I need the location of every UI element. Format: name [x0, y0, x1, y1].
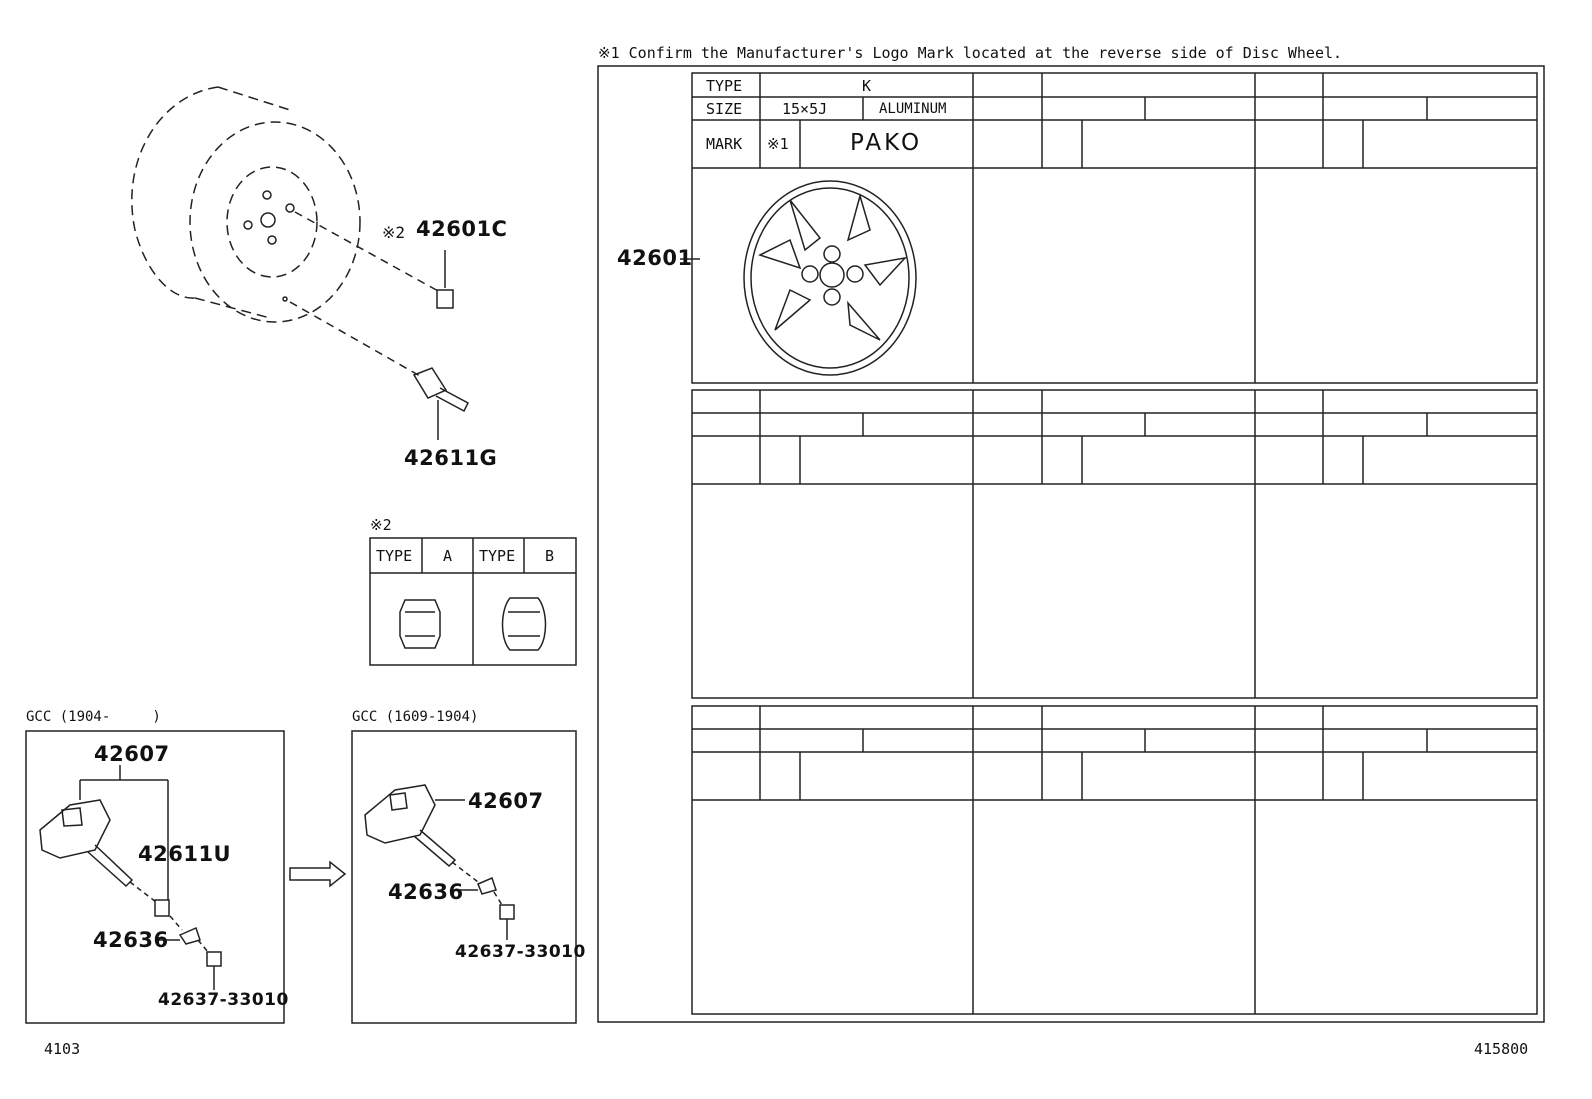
- nut-type-a-icon: [399, 599, 441, 649]
- size-value: 15×5J: [782, 100, 828, 118]
- gcc-a-box: [25, 730, 285, 1024]
- tpms-sensor-a-icon: [39, 765, 222, 990]
- gcc-b-box: [351, 730, 577, 1024]
- nut-type-a-value: A: [443, 547, 453, 565]
- part-label-sensor-a[interactable]: 42607: [94, 742, 170, 766]
- nut-table-title: ※2: [370, 516, 392, 534]
- wheel-drum-illustration: [131, 86, 361, 323]
- mark-value: PAKO: [850, 130, 923, 156]
- part-label-wheel[interactable]: 42601: [617, 246, 693, 270]
- spec-frame: [597, 65, 1545, 1023]
- material-value: ALUMINUM: [879, 101, 947, 117]
- mark-label: MARK: [706, 135, 743, 153]
- mark-ref: ※1: [767, 135, 789, 153]
- part-label-valve-u[interactable]: 42611U: [138, 842, 232, 866]
- logo-mark-note: ※1 Confirm the Manufacturer's Logo Mark …: [598, 44, 1343, 62]
- nut-type-b-value: B: [545, 547, 555, 565]
- part-label-valve[interactable]: 42611G: [404, 446, 498, 470]
- footer-left-code: 4103: [44, 1040, 81, 1058]
- type-value: K: [862, 77, 872, 95]
- wheel-hub-holes: [243, 190, 295, 302]
- lug-nut-icon: [436, 250, 454, 309]
- supersedes-arrow-icon: [289, 860, 347, 888]
- alloy-wheel-icon: [743, 180, 917, 376]
- gcc-b-label: GCC (1609-1904): [352, 709, 479, 725]
- footer-right-code: 415800: [1474, 1040, 1529, 1058]
- nut-type-table: [369, 537, 577, 666]
- nut-type-a-label: TYPE: [376, 547, 413, 565]
- nut-type-b-icon: [501, 597, 547, 651]
- sensor-assembly-leaders: [129, 861, 503, 953]
- size-label: SIZE: [706, 100, 743, 118]
- type-label: TYPE: [706, 77, 743, 95]
- part-label-nut-a[interactable]: 42637-33010: [158, 990, 289, 1010]
- gcc-a-label: GCC (1904- ): [26, 709, 161, 725]
- tpms-sensor-b-icon: [364, 784, 515, 940]
- part-label-nut-b[interactable]: 42637-33010: [455, 942, 586, 962]
- assembly-leaders: [289, 211, 441, 377]
- nut-mark: ※2: [382, 223, 406, 242]
- valve-stem-icon: [412, 367, 469, 440]
- part-label-washer-b[interactable]: 42636: [388, 880, 464, 904]
- nut-type-b-label: TYPE: [479, 547, 516, 565]
- part-label-nut[interactable]: 42601C: [416, 217, 508, 241]
- part-label-washer-a[interactable]: 42636: [93, 928, 169, 952]
- part-label-sensor-b[interactable]: 42607: [468, 789, 544, 813]
